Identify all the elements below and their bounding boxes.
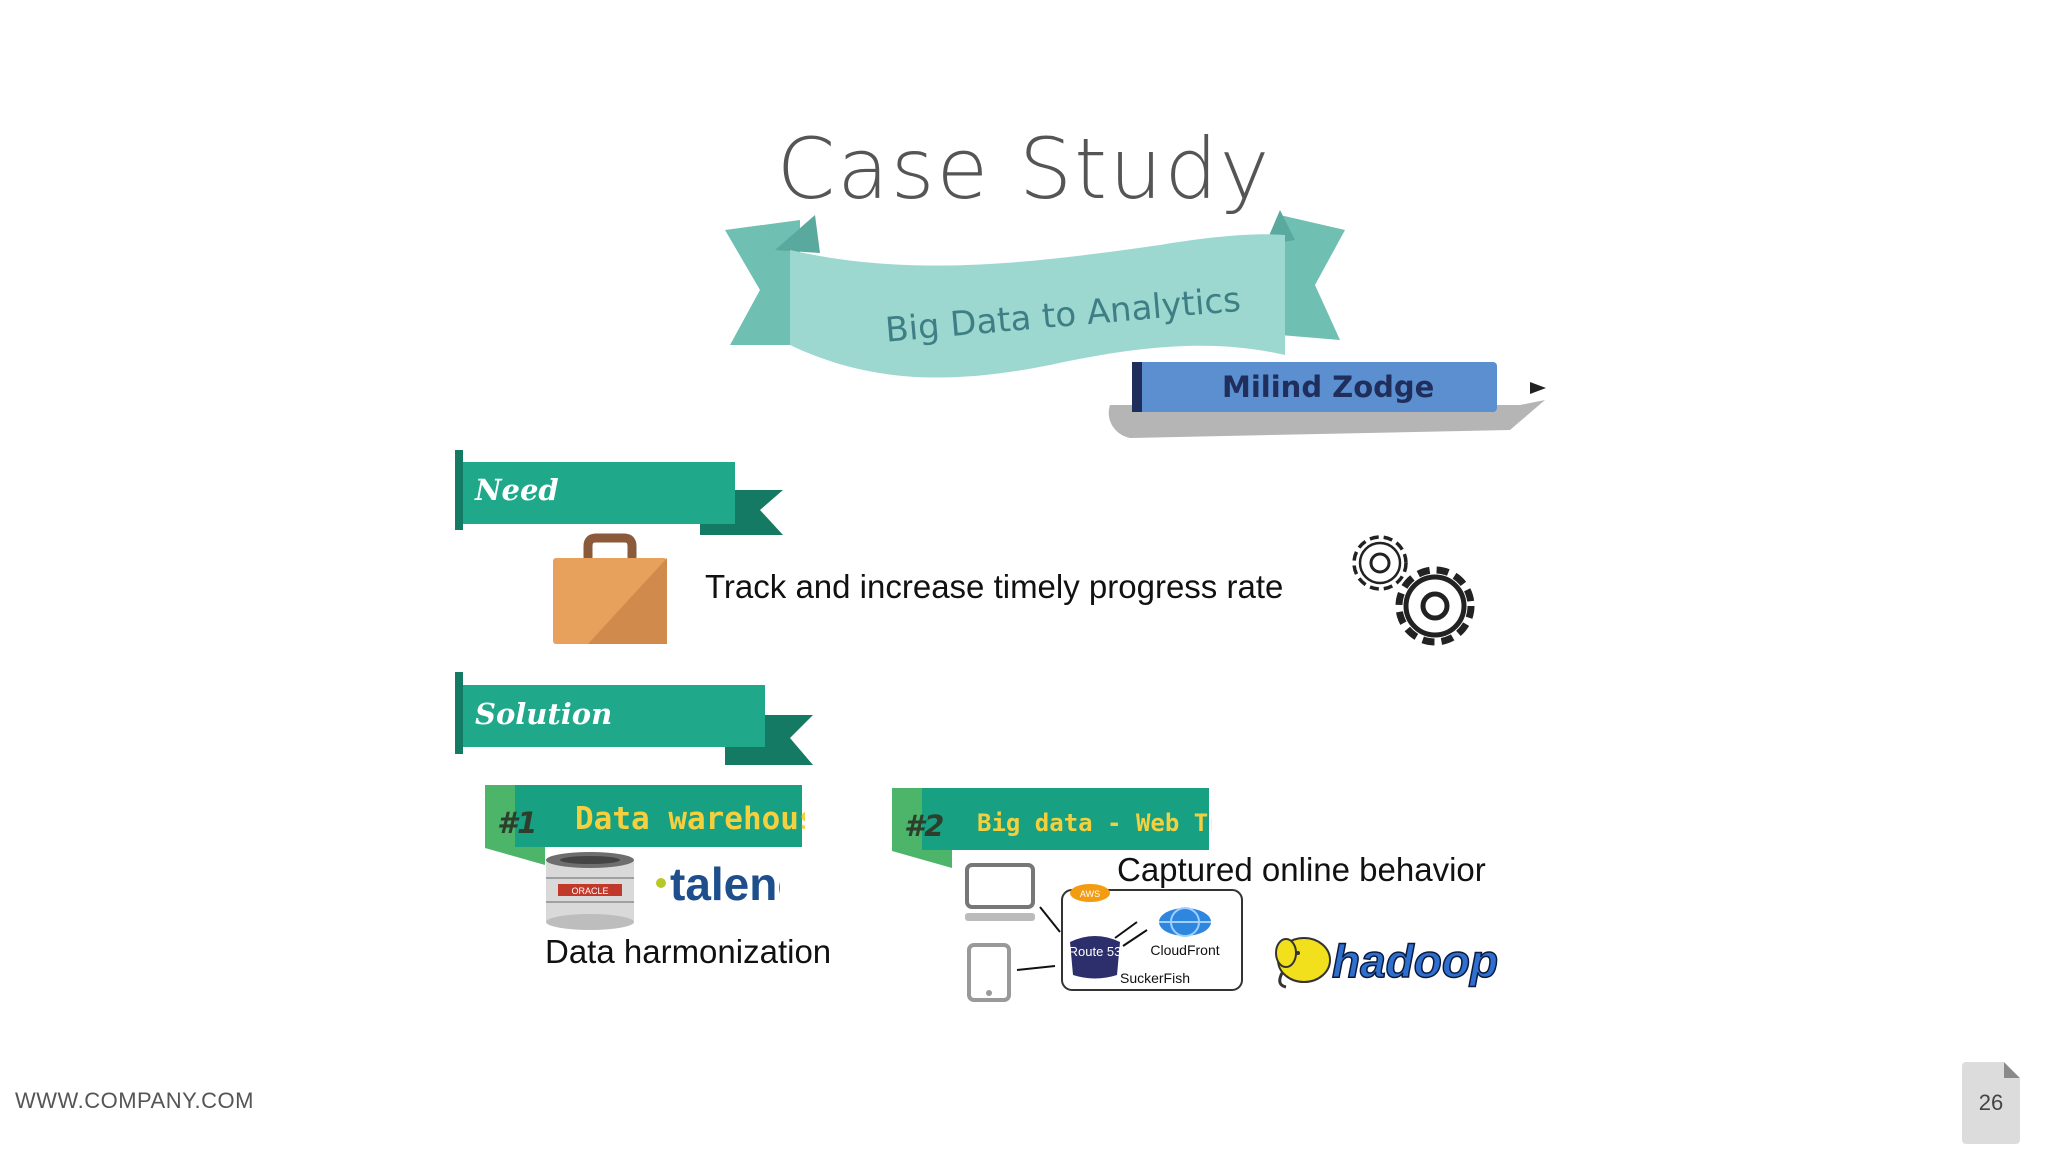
need-banner-bar — [455, 462, 735, 524]
talend-logo: talend — [670, 858, 780, 910]
oracle-database-icon: ORACLE — [546, 852, 634, 930]
tablet-icon — [967, 943, 1011, 1002]
hadoop-wordmark: hadoop — [1332, 935, 1498, 987]
solution-1-title: Data warehouse — [575, 801, 805, 837]
footer-website[interactable]: WWW.COMPANY.COM — [15, 1088, 254, 1113]
solution-banner-bar — [455, 685, 765, 747]
subtitle-ribbon: Big Data to Analytics — [725, 210, 1345, 378]
author-band-edge — [1132, 362, 1142, 412]
talend-dot-icon — [656, 878, 666, 888]
ribbon-left-tail — [725, 220, 800, 345]
solution-2-caption: Captured online behavior — [1117, 851, 1486, 888]
solution-banner-edge — [455, 672, 463, 754]
play-icon[interactable] — [1530, 382, 1546, 394]
route53-shield-icon — [1070, 936, 1120, 979]
hadoop-elephant-icon — [1275, 937, 1331, 989]
cloudfront-globe-icon — [1159, 907, 1211, 937]
aws-cloud-icon — [1070, 884, 1110, 902]
solution-1-banner: #1 Data warehouse — [485, 785, 805, 865]
route53-label: Route 53 — [1069, 944, 1122, 959]
desktop-arrow — [1039, 906, 1061, 933]
oracle-logo-text: ORACLE — [571, 886, 608, 896]
cloudfront-label: CloudFront — [1150, 942, 1219, 958]
page-corner-fold-icon — [2004, 1062, 2020, 1078]
solution-2-bar — [922, 788, 1209, 850]
hadoop-logo: hadoop — [1275, 934, 1499, 989]
solution-1-number: #1 — [497, 806, 537, 840]
solution-2-number: #2 — [904, 809, 944, 843]
solution-1-caption: Data harmonization — [545, 933, 832, 970]
need-banner-edge — [455, 450, 463, 530]
solution-2-title: Big data - Web Traffic — [977, 809, 1212, 837]
slide-title: Case Study — [776, 120, 1272, 218]
web-traffic-diagram: AWS Route 53 CloudFront SuckerFish — [965, 863, 1243, 1002]
author-band-bar — [1132, 362, 1497, 412]
solution-2-banner: #2 Big data - Web Traffic — [892, 788, 1212, 868]
author-band: Milind Zodge — [1108, 362, 1546, 438]
route-arrow-1 — [1114, 921, 1138, 939]
gears-icon — [1352, 535, 1475, 646]
desktop-icon — [965, 863, 1035, 921]
tablet-arrow — [1016, 965, 1056, 971]
briefcase-icon — [553, 533, 667, 644]
ribbon-left-fold — [775, 215, 820, 253]
solution-1-logos: ORACLE talend — [546, 852, 780, 930]
need-text: Track and increase timely progress rate — [705, 568, 1284, 605]
solution-banner: Solution — [455, 672, 813, 765]
page-number: 26 — [1978, 1090, 2004, 1115]
ribbon-body — [790, 234, 1285, 378]
aws-label: AWS — [1080, 889, 1100, 899]
route-arrow-2 — [1122, 929, 1148, 947]
ribbon-right-tail — [1280, 215, 1345, 340]
suckerfish-label: SuckerFish — [1120, 970, 1190, 986]
solution-1-bar — [515, 785, 802, 847]
solution-label: Solution — [475, 697, 612, 731]
author-name: Milind Zodge — [1222, 370, 1434, 404]
need-label: Need — [474, 473, 559, 507]
need-banner: Need — [455, 450, 783, 535]
